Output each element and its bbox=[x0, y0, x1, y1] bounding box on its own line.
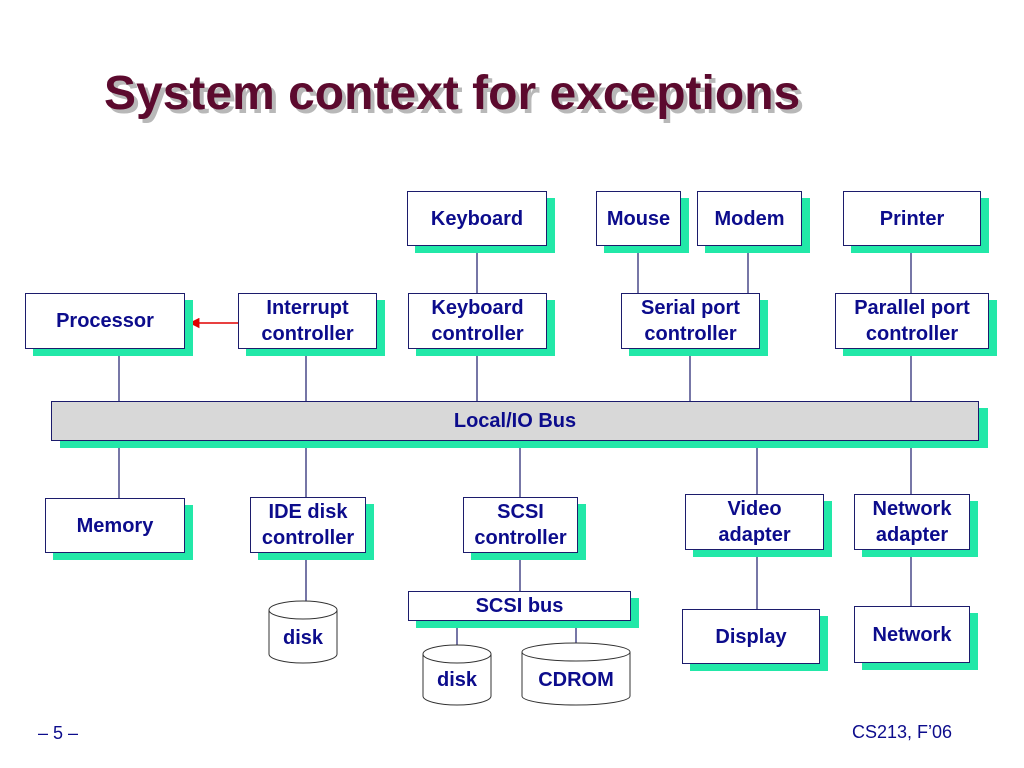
cdrom-icon bbox=[521, 642, 631, 706]
ide-disk-cylinder: disk bbox=[268, 600, 338, 664]
keyboard-controller-box: Keyboard controller bbox=[408, 293, 547, 349]
modem-box: Modem bbox=[697, 191, 802, 246]
video-adapter-box: Video adapter bbox=[685, 494, 824, 550]
display-label: Display bbox=[715, 625, 787, 648]
keyboard-box: Keyboard bbox=[407, 191, 547, 246]
network-adapter-box: Network adapter bbox=[854, 494, 970, 550]
keyboard-label: Keyboard bbox=[430, 207, 524, 230]
course-label: CS213, F’06 bbox=[852, 722, 953, 742]
page-number: – 5 – bbox=[38, 723, 79, 743]
processor-label: Processor bbox=[56, 310, 154, 332]
display-box: Display bbox=[682, 609, 820, 664]
ide-disk-label: disk bbox=[282, 627, 324, 649]
parallel-port-controller-box: Parallel port controller bbox=[835, 293, 989, 349]
mouse-box: Mouse bbox=[596, 191, 681, 246]
parallel-port-controller-label: Parallel port controller bbox=[854, 297, 970, 345]
serial-port-controller-box: Serial port controller bbox=[621, 293, 760, 349]
memory-box: Memory bbox=[45, 498, 185, 553]
ide-disk-controller-box: IDE disk controller bbox=[250, 497, 366, 553]
local-io-bus: Local/IO Bus bbox=[51, 401, 979, 441]
scsi-bus-label: SCSI bus bbox=[475, 595, 564, 617]
scsi-disk-cylinder: disk bbox=[422, 644, 492, 706]
modem-label: Modem bbox=[714, 207, 785, 230]
cdrom-cylinder: CDROM bbox=[521, 642, 631, 706]
memory-label: Memory bbox=[76, 514, 154, 537]
printer-label: Printer bbox=[879, 207, 945, 230]
local-io-bus-label: Local/IO Bus bbox=[453, 409, 577, 432]
network-label: Network bbox=[872, 623, 952, 646]
scsi-disk-icon bbox=[422, 644, 492, 706]
network-box: Network bbox=[854, 606, 970, 663]
page-title: System context for exceptions bbox=[104, 67, 801, 120]
ide-disk-icon bbox=[268, 600, 338, 664]
printer-box: Printer bbox=[843, 191, 981, 246]
interrupt-controller-label: Interrupt controller bbox=[261, 297, 354, 345]
interrupt-controller-box: Interrupt controller bbox=[238, 293, 377, 349]
processor-box: Processor bbox=[25, 293, 185, 349]
cdrom-label: CDROM bbox=[538, 669, 614, 691]
keyboard-controller-label: Keyboard controller bbox=[431, 297, 524, 345]
scsi-controller-label: SCSI controller bbox=[474, 501, 567, 549]
scsi-disk-label: disk bbox=[436, 669, 478, 691]
ide-disk-controller-label: IDE disk controller bbox=[261, 501, 355, 549]
network-adapter-label: Network adapter bbox=[872, 498, 952, 546]
scsi-controller-box: SCSI controller bbox=[463, 497, 578, 553]
mouse-label: Mouse bbox=[606, 207, 671, 230]
scsi-bus-box: SCSI bus bbox=[408, 591, 631, 621]
serial-port-controller-label: Serial port controller bbox=[641, 297, 740, 345]
video-adapter-label: Video adapter bbox=[718, 498, 791, 546]
